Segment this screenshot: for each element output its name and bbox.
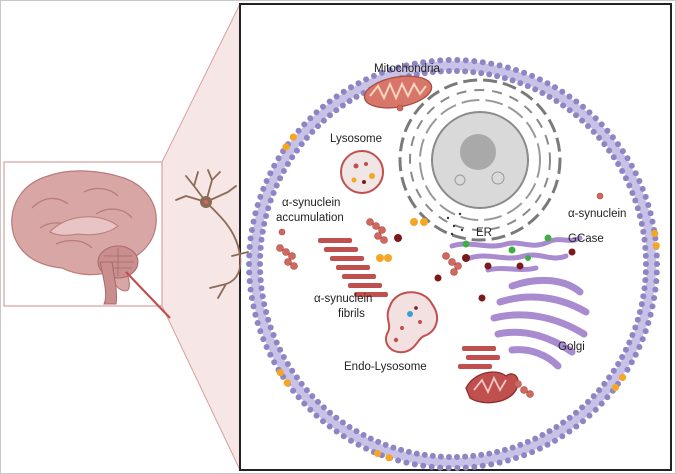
lysosome <box>340 150 384 194</box>
dark-particles <box>394 234 576 302</box>
label-er: ER <box>476 227 492 239</box>
membrane-raft-marker <box>651 229 659 238</box>
gcase-enzymes <box>462 234 552 261</box>
endo-lysosome <box>385 291 439 354</box>
membrane-raft-marker <box>618 373 627 382</box>
membrane-raft-marker <box>282 143 290 151</box>
endoplasmic-reticulum <box>449 235 583 273</box>
mitochondrion-bottom <box>465 371 519 404</box>
cell-membrane <box>246 57 660 471</box>
membrane-raft-marker <box>373 449 382 458</box>
label-fibrils-line2: fibrils <box>338 308 365 320</box>
label-alpha-synuclein: α-synuclein <box>568 208 626 220</box>
label-accumulation-line1: α-synuclein <box>282 197 340 209</box>
golgi <box>490 276 590 370</box>
synuclein-fibrils <box>318 238 500 369</box>
small-dots <box>446 212 464 236</box>
membrane-raft-marker <box>652 242 660 250</box>
membrane-raft-marker <box>276 369 284 377</box>
synuclein-clusters <box>276 104 604 398</box>
nucleus <box>398 78 562 242</box>
label-accumulation-line2: accumulation <box>276 212 344 224</box>
brain-icon <box>11 170 171 319</box>
membrane-raft-marker <box>611 383 620 392</box>
membrane-raft-marker <box>385 454 393 462</box>
label-gcase: GCase <box>568 233 604 245</box>
label-mitochondria: Mitochondria <box>374 63 440 75</box>
label-lysosome: Lysosome <box>330 133 382 145</box>
label-fibrils-line1: α-synuclein <box>314 293 372 305</box>
label-golgi: Golgi <box>558 341 585 353</box>
neuron-icon <box>175 169 249 299</box>
membrane-raft-marker <box>289 133 297 141</box>
lipid-markers <box>376 218 428 262</box>
membrane-raft-marker <box>283 379 291 387</box>
label-endo-lysosome: Endo-Lysosome <box>344 361 427 373</box>
